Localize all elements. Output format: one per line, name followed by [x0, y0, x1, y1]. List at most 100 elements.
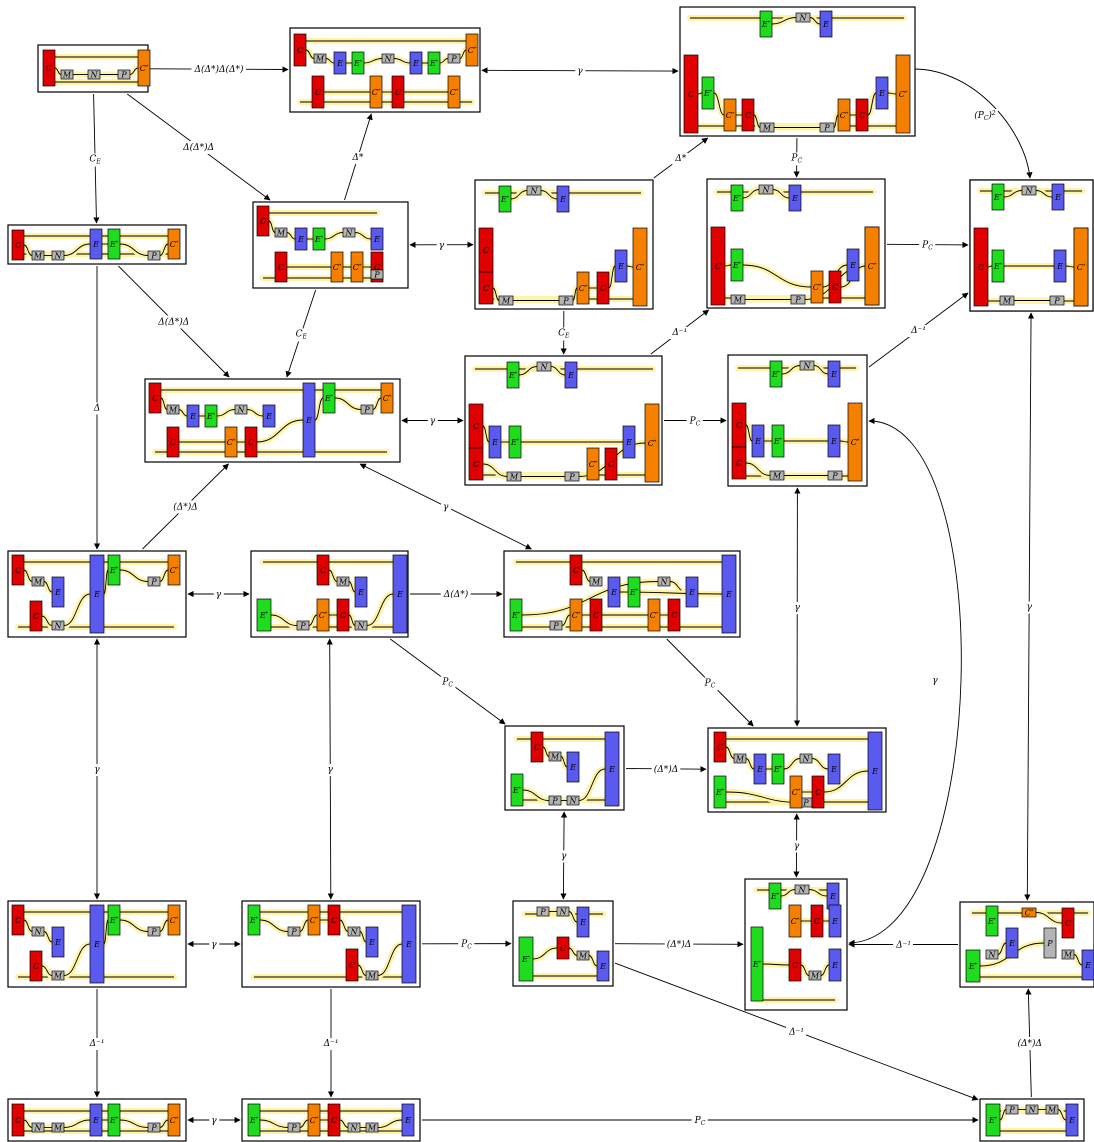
- block-m: M: [365, 970, 379, 981]
- block-c: C: [604, 447, 618, 481]
- block-n: N: [758, 184, 774, 195]
- block-label: C: [978, 263, 984, 272]
- block-n: N: [795, 12, 811, 23]
- block-e: E: [365, 926, 379, 958]
- block-p: P: [1049, 295, 1065, 306]
- block-e: E: [828, 948, 842, 982]
- block-rect: [864, 226, 880, 306]
- block-rect: [731, 446, 747, 480]
- wire: [459, 49, 467, 59]
- block-label: C*: [140, 64, 149, 73]
- block-label: M: [509, 473, 519, 482]
- wire: [626, 265, 634, 268]
- block-rect: [556, 906, 570, 917]
- block-e: E: [1065, 1103, 1079, 1137]
- block-m: M: [759, 122, 775, 133]
- block-rect: [991, 183, 1005, 211]
- arrow-label-n03_n04: (PC)2: [974, 110, 996, 122]
- block-rect: [556, 936, 570, 960]
- block-label: C: [152, 394, 158, 403]
- block-label: E: [305, 416, 312, 425]
- block-p: P: [287, 926, 301, 937]
- wire: [532, 947, 558, 960]
- wire: [745, 462, 771, 476]
- block-rect: [733, 753, 747, 764]
- block-label: M: [33, 578, 43, 587]
- wire: [887, 92, 897, 95]
- block-rect: [508, 425, 522, 459]
- block-p: P: [790, 294, 806, 305]
- block-rect: [827, 360, 841, 388]
- block-label: P: [802, 799, 809, 808]
- block-rect: [1065, 1103, 1079, 1137]
- block-label: C: [331, 1116, 337, 1125]
- wire: [762, 963, 790, 966]
- block-e: E: [333, 51, 347, 75]
- block-rect: [274, 227, 288, 238]
- block-rect: [287, 926, 301, 937]
- block-c: C: [391, 75, 405, 109]
- wire: [377, 1119, 403, 1128]
- block-e-star: E*: [991, 249, 1005, 283]
- block-c-star: C*: [723, 98, 737, 132]
- block-label: C: [814, 917, 820, 926]
- block-label: M: [33, 252, 43, 261]
- block-label: C: [1065, 919, 1071, 928]
- arrow-label-bg: [171, 500, 200, 514]
- block-label: C*: [726, 111, 735, 120]
- block-n: N: [87, 69, 101, 80]
- block-c-star: C*: [1073, 227, 1089, 307]
- block-label: E*: [512, 786, 522, 795]
- wire: [63, 593, 91, 626]
- block-label: E*: [500, 195, 510, 204]
- block-e-star: E*: [107, 904, 121, 936]
- block-label: N: [237, 406, 246, 415]
- block-label: E*: [771, 370, 781, 379]
- block-label: E*: [314, 235, 324, 244]
- wire: [568, 911, 578, 923]
- block-rect: [819, 10, 833, 38]
- block-label: E: [54, 588, 61, 597]
- block-rect: [11, 554, 25, 586]
- block-label: C: [331, 916, 337, 925]
- block-label: E: [688, 588, 695, 597]
- block-rect: [312, 227, 326, 251]
- block-rect: [370, 227, 384, 251]
- block-label: N: [54, 622, 63, 631]
- arrow-label-n12_n09: Δ⁻¹: [671, 328, 687, 338]
- block-rect: [354, 576, 368, 608]
- wire: [999, 1109, 1007, 1121]
- block-rect: [566, 751, 580, 783]
- block-c: C: [11, 229, 25, 261]
- block-rect: [354, 620, 368, 631]
- block-rect: [548, 751, 562, 762]
- block-rect: [596, 271, 610, 305]
- block-label: P: [552, 622, 559, 631]
- block-c: C: [11, 1103, 25, 1137]
- block-label: C*: [170, 1116, 179, 1125]
- arrow-label-bg: [213, 589, 224, 601]
- block-rect: [751, 424, 765, 458]
- wire: [259, 1119, 289, 1128]
- block-c: C: [569, 554, 583, 586]
- block-label: M: [53, 1124, 63, 1133]
- block-label: C*: [170, 240, 179, 249]
- block-label: C: [33, 962, 39, 971]
- block-rect: [167, 554, 181, 586]
- block-c-star: C*: [1021, 907, 1037, 918]
- block-label: E: [617, 262, 624, 271]
- block-label: C: [278, 263, 284, 272]
- block-c-star: C*: [788, 904, 802, 938]
- block-p: P: [558, 295, 574, 306]
- block-rect: [498, 295, 514, 306]
- block-rect: [589, 598, 603, 632]
- block-rect: [991, 249, 1005, 283]
- arrow-label-n15_n17: PC: [441, 678, 453, 689]
- block-rect: [685, 576, 699, 608]
- wire-strands: [46, 54, 147, 85]
- block-c-star: C*: [895, 54, 911, 134]
- block-rect: [759, 122, 775, 133]
- block-rect: [710, 226, 726, 306]
